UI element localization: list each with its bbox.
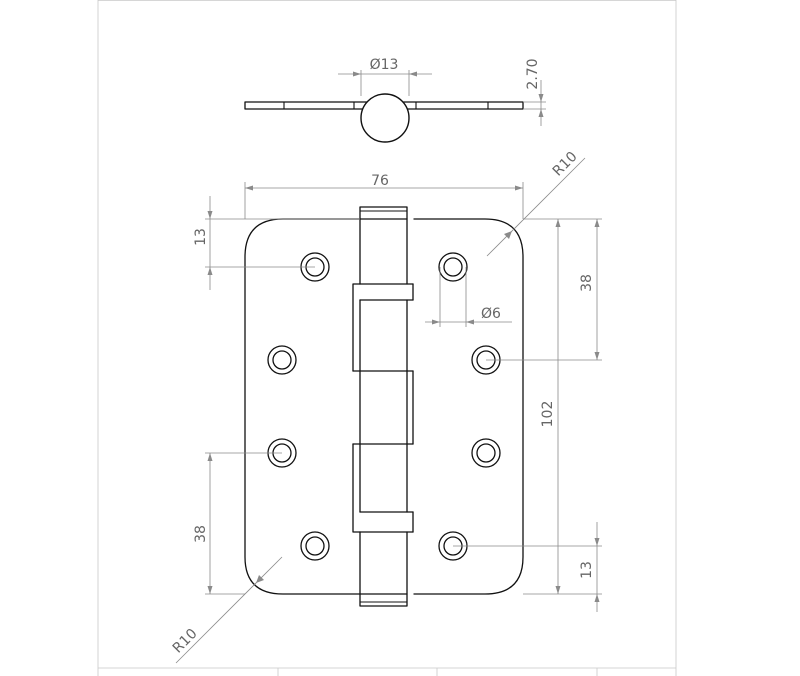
screw-hole (267, 345, 297, 375)
dimension-hole-spacing-left: 38 (193, 452, 282, 595)
left-leaf (244, 218, 361, 595)
hinge-top-view (244, 93, 524, 143)
dimension-label-hole-to-top-edge: 13 (193, 228, 209, 246)
drawing-frame (97, 0, 677, 676)
dimension-label-leaf-thickness: 2.70 (525, 58, 541, 89)
dimension-hole-diameter: Ø6 (425, 267, 512, 327)
dimension-label-corner-radius-top-right: R10 (550, 149, 581, 180)
screw-hole (300, 531, 330, 561)
dimension-overall-width: 76 (244, 173, 524, 219)
dimension-corner-radius-bottom-left: R10 (170, 556, 283, 664)
dimension-label-hole-diameter: Ø6 (481, 306, 501, 322)
hinge-front-view (244, 206, 524, 607)
screw-hole (438, 252, 468, 282)
dimension-label-corner-radius-bottom-left: R10 (170, 626, 201, 657)
dimension-label-overall-width: 76 (371, 173, 389, 189)
right-leaf (413, 218, 524, 595)
dimension-corner-radius-top-right: R10 (486, 149, 586, 257)
screw-hole (471, 438, 501, 468)
dimension-label-overall-height: 102 (540, 401, 556, 428)
dimension-hole-to-bottom-edge: 13 (453, 522, 602, 612)
knuckle-circle (360, 93, 410, 143)
dimension-label-hole-spacing-left: 38 (193, 525, 209, 543)
dimension-knuckle-diameter: Ø13 (338, 57, 432, 96)
dimension-label-hole-to-bottom-edge: 13 (579, 561, 595, 579)
dimension-label-knuckle-diameter: Ø13 (370, 57, 399, 73)
dimension-hole-spacing-right: 38 (486, 218, 602, 361)
screw-holes (267, 252, 501, 561)
knuckle-barrel (352, 206, 414, 607)
dimension-leaf-thickness: 2.70 (523, 58, 546, 126)
dimension-hole-to-top-edge: 13 (193, 196, 360, 290)
dimension-label-hole-spacing-right: 38 (579, 274, 595, 292)
dimension-overall-height: 102 (540, 219, 561, 594)
